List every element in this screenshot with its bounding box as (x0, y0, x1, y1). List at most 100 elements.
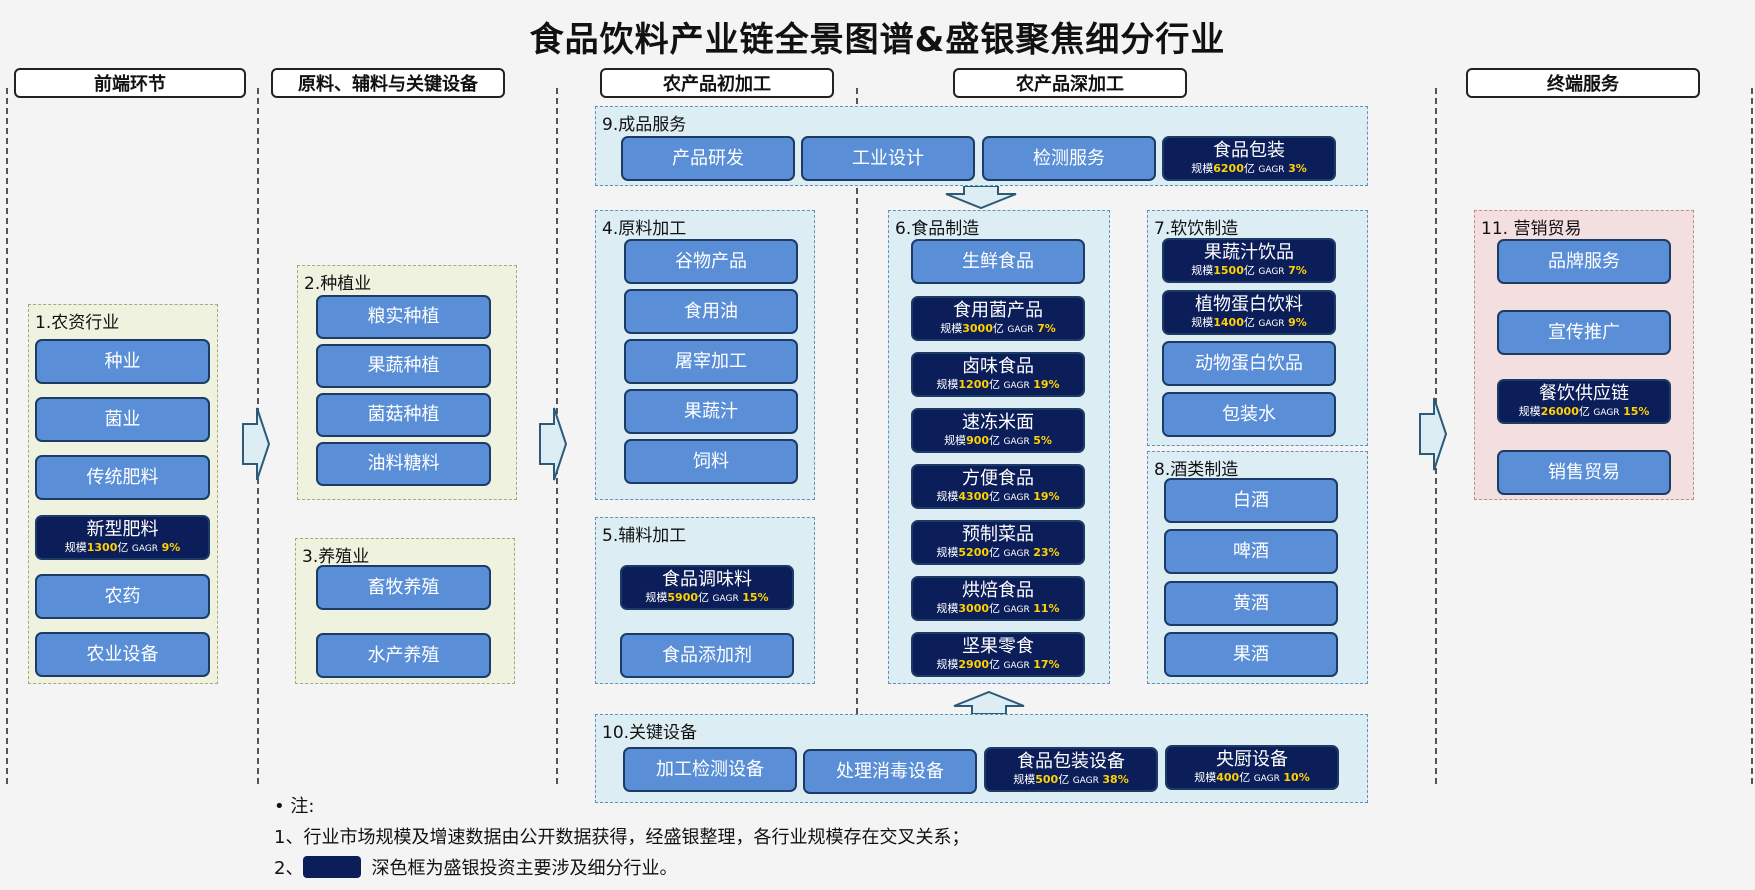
note-line-1: 1、行业市场规模及增速数据由公开数据获得，经盛银整理，各行业规模存在交叉关系； (274, 827, 970, 848)
industry-name: 种业 (104, 350, 141, 372)
industry-name: 宣传推广 (1548, 321, 1620, 343)
industry-box[interactable]: 食用油 (624, 289, 798, 334)
industry-box[interactable]: 生鲜食品 (911, 239, 1085, 284)
industry-box[interactable]: 农业设备 (35, 632, 210, 677)
industry-box[interactable]: 黄酒 (1164, 581, 1338, 626)
focus-industry-box[interactable]: 食品包装 规模6200亿 GAGR 3% (1162, 136, 1336, 181)
industry-name: 食品包装设备 (1017, 751, 1125, 773)
divider (6, 88, 8, 784)
industry-name: 工业设计 (852, 147, 924, 169)
section-title: 1.农资行业 (35, 313, 120, 333)
focus-industry-box[interactable]: 植物蛋白饮料 规模1400亿 GAGR 9% (1162, 290, 1336, 335)
focus-industry-box[interactable]: 食品包装设备 规模500亿 GAGR 38% (984, 747, 1158, 792)
industry-box[interactable]: 传统肥料 (35, 455, 210, 500)
industry-box[interactable]: 加工检测设备 (623, 747, 797, 792)
industry-box[interactable]: 果蔬汁 (624, 389, 798, 434)
industry-box[interactable]: 工业设计 (801, 136, 975, 181)
industry-stats: 规模5200亿 GAGR 23% (936, 545, 1060, 559)
industry-name: 食用菌产品 (953, 300, 1043, 322)
focus-industry-box[interactable]: 央厨设备 规模400亿 GAGR 10% (1165, 745, 1339, 790)
stage-terminal-service: 终端服务 (1466, 68, 1700, 98)
section-food-manufacturing: 6.食品制造 生鲜食品 食用菌产品 规模3000亿 GAGR 7% 卤味食品 规… (888, 210, 1110, 684)
industry-stats: 规模1400亿 GAGR 9% (1191, 315, 1307, 329)
industry-box[interactable]: 水产养殖 (316, 633, 491, 678)
industry-box[interactable]: 饲料 (624, 439, 798, 484)
industry-stats: 规模1500亿 GAGR 7% (1191, 263, 1307, 277)
divider (1751, 88, 1753, 784)
industry-box[interactable]: 果蔬种植 (316, 344, 491, 388)
focus-industry-box[interactable]: 方便食品 规模4300亿 GAGR 19% (911, 464, 1085, 509)
section-title: 6.食品制造 (895, 219, 980, 239)
section-auxiliary-processing: 5.辅料加工 食品调味料 规模5900亿 GAGR 15% 食品添加剂 (595, 517, 815, 684)
focus-industry-box[interactable]: 速冻米面 规模900亿 GAGR 5% (911, 408, 1085, 453)
industry-name: 处理消毒设备 (836, 760, 944, 782)
industry-name: 果蔬种植 (367, 355, 440, 377)
industry-box[interactable]: 屠宰加工 (624, 339, 798, 384)
section-key-equipment: 10.关键设备 加工检测设备 处理消毒设备 食品包装设备 规模500亿 GAGR… (595, 714, 1368, 803)
industry-box[interactable]: 种业 (35, 339, 210, 384)
industry-name: 产品研发 (672, 147, 744, 169)
industry-name: 央厨设备 (1216, 749, 1288, 771)
section-agri-inputs: 1.农资行业 种业 菌业 传统肥料 新型肥料 规模1300亿 GAGR 9% 农… (28, 304, 218, 684)
focus-industry-box[interactable]: 烘焙食品 规模3000亿 GAGR 11% (911, 576, 1085, 621)
right-arrow-icon (1419, 397, 1448, 471)
industry-box[interactable]: 白酒 (1164, 478, 1338, 523)
industry-box[interactable]: 粮实种植 (316, 295, 491, 339)
industry-box[interactable]: 啤酒 (1164, 529, 1338, 574)
industry-name: 食品包装 (1213, 140, 1285, 162)
industry-name: 果蔬汁 (684, 400, 738, 422)
industry-name: 畜牧养殖 (367, 576, 440, 598)
industry-name: 生鲜食品 (962, 250, 1034, 272)
focus-industry-box[interactable]: 卤味食品 规模1200亿 GAGR 19% (911, 352, 1085, 397)
industry-name: 植物蛋白饮料 (1195, 294, 1303, 316)
industry-stats: 规模26000亿 GAGR 15% (1518, 404, 1650, 418)
focus-industry-box[interactable]: 果蔬汁饮品 规模1500亿 GAGR 7% (1162, 238, 1336, 283)
industry-name: 品牌服务 (1548, 250, 1620, 272)
industry-name: 饲料 (693, 450, 729, 472)
industry-box[interactable]: 产品研发 (621, 136, 795, 181)
industry-box[interactable]: 检测服务 (982, 136, 1156, 181)
industry-name: 啤酒 (1233, 540, 1269, 562)
industry-box[interactable]: 菌业 (35, 397, 210, 442)
stage-deep-processing: 农产品深加工 (953, 68, 1187, 98)
section-breeding: 3.养殖业 畜牧养殖 水产养殖 (295, 538, 515, 684)
industry-name: 新型肥料 (86, 519, 159, 541)
industry-stats: 规模400亿 GAGR 10% (1194, 770, 1310, 784)
focus-industry-box[interactable]: 食品调味料 规模5900亿 GAGR 15% (620, 565, 794, 610)
industry-box[interactable]: 油料糖料 (316, 442, 491, 486)
section-title: 4.原料加工 (602, 219, 687, 239)
section-title: 8.酒类制造 (1154, 460, 1239, 480)
focus-industry-box[interactable]: 食用菌产品 规模3000亿 GAGR 7% (911, 296, 1085, 341)
industry-box[interactable]: 宣传推广 (1497, 310, 1671, 355)
industry-name: 白酒 (1233, 489, 1269, 511)
focus-industry-box[interactable]: 坚果零食 规模2900亿 GAGR 17% (911, 632, 1085, 677)
focus-industry-box[interactable]: 新型肥料 规模1300亿 GAGR 9% (35, 515, 210, 560)
industry-box[interactable]: 处理消毒设备 (803, 749, 977, 794)
section-planting: 2.种植业 粮实种植 果蔬种植 菌菇种植 油料糖料 (297, 265, 517, 500)
industry-box[interactable]: 农药 (35, 574, 210, 619)
industry-box[interactable]: 果酒 (1164, 632, 1338, 677)
focus-industry-box[interactable]: 餐饮供应链 规模26000亿 GAGR 15% (1497, 379, 1671, 424)
section-raw-processing: 4.原料加工 谷物产品 食用油 屠宰加工 果蔬汁 饲料 (595, 210, 815, 500)
legend-dark-swatch (303, 856, 362, 878)
section-title: 2.种植业 (304, 274, 372, 294)
industry-name: 传统肥料 (86, 466, 159, 488)
industry-box[interactable]: 销售贸易 (1497, 450, 1671, 495)
industry-box[interactable]: 菌菇种植 (316, 393, 491, 437)
industry-name: 果酒 (1233, 643, 1269, 665)
industry-stats: 规模1300亿 GAGR 9% (64, 540, 181, 554)
focus-industry-box[interactable]: 预制菜品 规模5200亿 GAGR 23% (911, 520, 1085, 565)
industry-name: 水产养殖 (367, 644, 440, 666)
industry-box[interactable]: 包装水 (1162, 392, 1336, 437)
industry-box[interactable]: 品牌服务 (1497, 239, 1671, 284)
divider (856, 88, 858, 714)
industry-name: 速冻米面 (962, 412, 1034, 434)
industry-box[interactable]: 食品添加剂 (620, 633, 794, 678)
industry-box[interactable]: 谷物产品 (624, 239, 798, 284)
industry-name: 包装水 (1222, 403, 1276, 425)
page-title: 食品饮料产业链全景图谱&盛银聚焦细分行业 (529, 20, 1226, 60)
industry-box[interactable]: 动物蛋白饮品 (1162, 341, 1336, 386)
industry-box[interactable]: 畜牧养殖 (316, 565, 491, 610)
section-title: 9.成品服务 (602, 115, 687, 135)
section-finished-services: 9.成品服务 产品研发 工业设计 检测服务 食品包装 规模6200亿 GAGR … (595, 106, 1368, 186)
